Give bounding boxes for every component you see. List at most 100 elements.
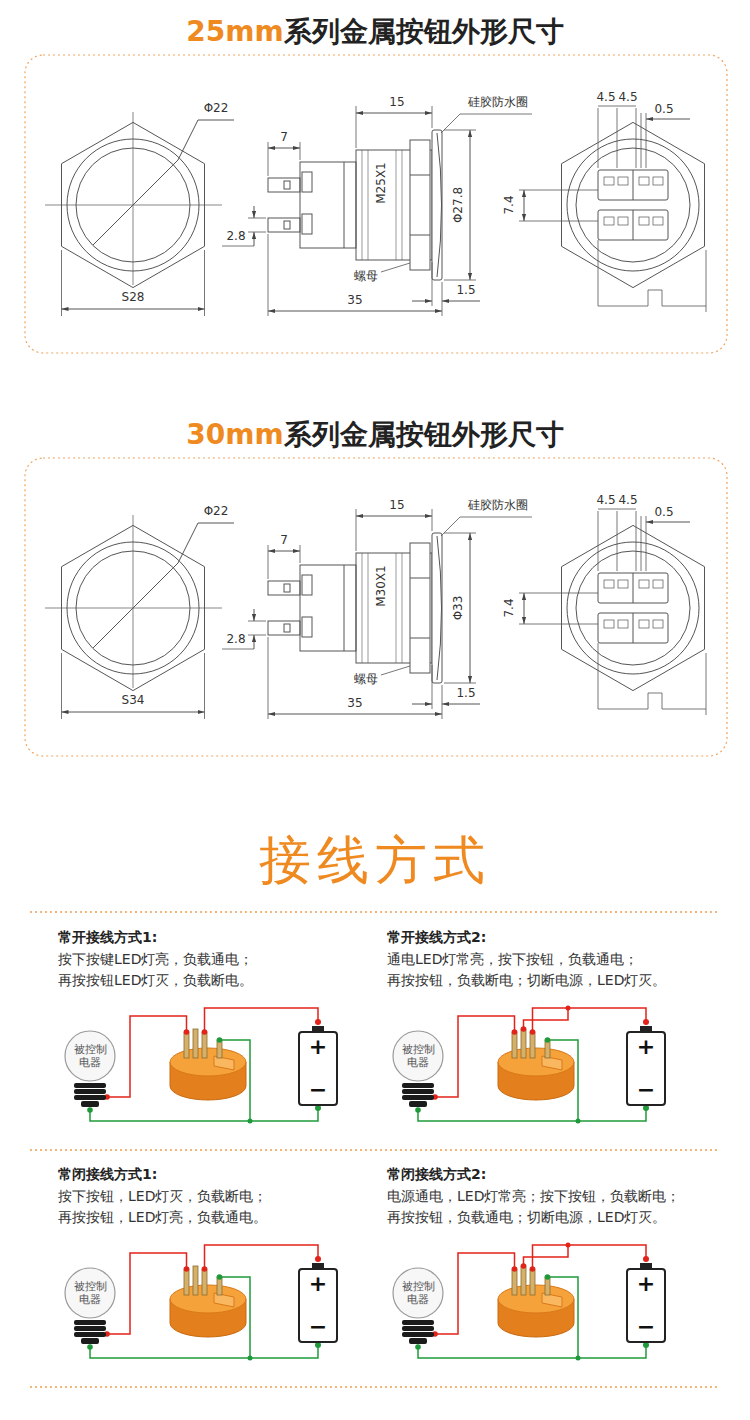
wiring-illustration <box>87 1245 324 1361</box>
method-note: 再按按钮，负载断电；切断电源，LED灯灭。 <box>387 972 666 989</box>
side-view <box>356 113 432 114</box>
back-view <box>646 119 690 120</box>
back-view <box>653 217 663 225</box>
back-view <box>524 190 525 221</box>
load-label: 被控制电器 <box>399 1043 437 1069</box>
back-view <box>598 108 599 168</box>
dimension-label: 7 <box>279 130 289 144</box>
dimension-label: 2.8 <box>225 632 246 646</box>
push-switch <box>184 1032 189 1058</box>
dimension-label: 7.4 <box>502 194 516 215</box>
method-heading: 常闭接线方式1: <box>58 1166 157 1183</box>
back-view <box>519 221 598 222</box>
side-view <box>410 235 430 236</box>
side-view <box>302 172 312 192</box>
bulb-base <box>74 1320 106 1325</box>
dimension-label: 15 <box>388 95 405 109</box>
side-view <box>356 106 357 148</box>
side-view <box>441 114 532 133</box>
separator <box>30 1149 720 1150</box>
separator <box>30 1386 720 1387</box>
wiring-illustration <box>415 1245 652 1361</box>
side-view <box>432 262 433 306</box>
dimension-label: 1.5 <box>455 283 476 297</box>
controlled-load-bulb: 被控制电器 <box>391 1266 445 1346</box>
back-view <box>639 177 649 185</box>
back-view <box>519 190 598 191</box>
battery: +− <box>298 1268 338 1343</box>
wire-dot <box>521 1263 527 1269</box>
load-label: 被控制电器 <box>399 1280 437 1306</box>
bulb-base <box>74 1095 106 1100</box>
side-view <box>362 150 363 260</box>
bulb-base <box>409 1338 427 1344</box>
front-view <box>45 112 234 316</box>
red-wire <box>205 1008 319 1032</box>
push-switch <box>202 1032 207 1058</box>
controlled-load-bulb: 被控制电器 <box>63 1029 117 1109</box>
polarity-sign: + <box>309 1273 327 1295</box>
wiring-illustration <box>87 1008 324 1124</box>
dimension-label: 35 <box>346 696 363 710</box>
method-note: 电源通电，LED灯常亮；按下按钮，负载断电； <box>387 1188 680 1205</box>
back-view <box>618 177 628 185</box>
side-view <box>222 106 532 316</box>
wire-dot <box>202 1029 208 1035</box>
polarity-sign: − <box>637 1079 655 1101</box>
front-view <box>61 250 62 316</box>
side-view <box>284 221 290 229</box>
back-view <box>646 113 647 168</box>
controlled-load-bulb: 被控制电器 <box>63 1266 117 1346</box>
wiring-illustration <box>415 1008 652 1124</box>
side-view <box>381 263 410 272</box>
bulb-base <box>74 1332 106 1337</box>
side-view <box>412 301 432 302</box>
polarity-sign: + <box>637 1273 655 1295</box>
side-view <box>470 130 471 280</box>
battery: +− <box>626 1268 666 1343</box>
nut <box>410 140 430 270</box>
method-note: 通电LED灯常亮，按下按钮，负载通电； <box>387 951 638 968</box>
dimension-label: Φ33 <box>451 595 465 622</box>
back-view <box>636 108 637 168</box>
bulb-base <box>74 1326 106 1331</box>
led-power-wire <box>524 1008 569 1029</box>
polarity-sign: − <box>309 1079 327 1101</box>
dimension-label: S34 <box>121 693 146 707</box>
bulb-base <box>81 1338 99 1344</box>
polarity-sign: − <box>309 1316 327 1338</box>
battery: +− <box>626 1031 666 1106</box>
polarity-sign: + <box>309 1036 327 1058</box>
back-view <box>641 113 642 168</box>
bulb-base <box>402 1332 434 1337</box>
terminal <box>268 218 300 232</box>
load-label: 被控制电器 <box>71 1043 109 1069</box>
back-view <box>519 106 706 312</box>
polarity-sign: − <box>637 1316 655 1338</box>
bulb-glass <box>65 1031 115 1081</box>
bulb-glass <box>393 1031 443 1081</box>
side-view <box>300 142 301 160</box>
front-view <box>93 120 234 245</box>
bulb-base <box>74 1089 106 1094</box>
title-text: 系列金属按钮外形尺寸 <box>284 15 564 49</box>
separator <box>30 911 720 912</box>
back-view <box>598 106 636 107</box>
dimension-label: 4.5 <box>617 90 638 104</box>
back-view <box>633 170 634 200</box>
wire-dot <box>521 1026 527 1032</box>
wire-dot <box>566 1243 571 1248</box>
bulb-base <box>74 1083 106 1088</box>
dimension-label: Φ22 <box>203 504 230 518</box>
green-wire <box>418 1106 646 1121</box>
bulb-base <box>402 1326 434 1331</box>
back-view <box>653 177 663 185</box>
silicone-ring <box>437 133 442 277</box>
back-view <box>639 217 649 225</box>
dimension-label: 35 <box>346 293 363 307</box>
dimension-label: S28 <box>121 290 146 304</box>
part-name: 硅胶防水圈 <box>467 95 529 109</box>
bulb-base <box>409 1101 427 1107</box>
separator <box>30 912 720 1387</box>
